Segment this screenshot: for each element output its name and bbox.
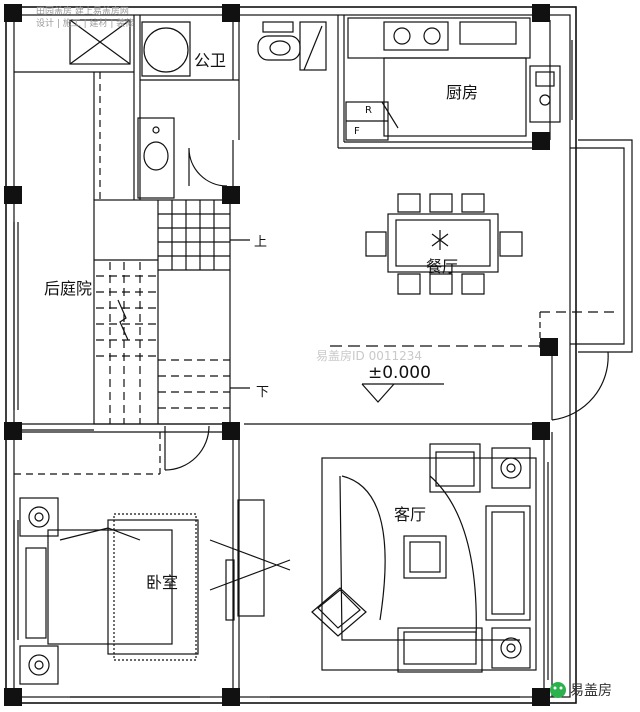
watermark-corner-line2: 设计 | 施工 | 建材 | 装修	[36, 17, 134, 29]
dining-label: 餐厅	[426, 257, 458, 276]
brand-name: 易盖房	[570, 683, 612, 699]
dining-set	[365, 193, 523, 295]
watermark-corner-line1: 田园盖房 建上易盖房网	[36, 5, 129, 17]
staircase	[93, 199, 250, 425]
doors	[164, 147, 609, 471]
bathtub	[141, 21, 191, 77]
washbasin	[137, 117, 175, 199]
kitchen-label: 厨房	[446, 83, 478, 102]
wechat-icon	[550, 682, 566, 698]
living-label: 客厅	[394, 505, 426, 524]
bedroom-label: 卧室	[146, 573, 178, 592]
bath-shelf	[299, 21, 327, 71]
utility-shafts	[69, 19, 131, 65]
fridge	[345, 101, 399, 141]
watermark-text: 易盖房ID 0011234	[316, 348, 422, 363]
elevation-marker	[361, 383, 444, 403]
fridge-f-label: F	[354, 126, 360, 137]
windows	[13, 40, 577, 698]
stair-up-label: 上	[254, 235, 267, 250]
bedroom-furniture	[19, 497, 291, 685]
squat-toilet	[257, 21, 301, 61]
stair-down-label: 下	[256, 385, 269, 400]
brand-badge: 易盖房	[550, 682, 612, 699]
living-sofa-set	[311, 443, 537, 673]
fridge-r-label: R	[365, 105, 372, 116]
kitchen-counter	[347, 17, 561, 137]
elevation-label: ±0.000	[368, 363, 431, 383]
bathroom-label: 公卫	[194, 51, 226, 70]
columns	[4, 4, 558, 706]
backyard-label: 后庭院	[44, 279, 92, 298]
